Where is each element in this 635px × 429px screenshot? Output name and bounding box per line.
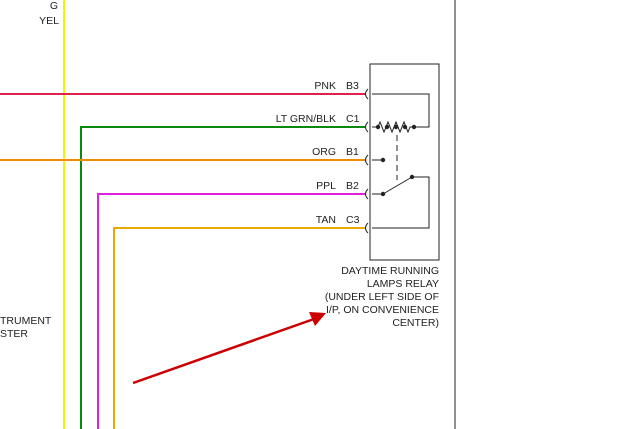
connector-terminal-b3: [365, 88, 369, 100]
relay-caption-line: I/P, ON CONVENIENCE: [326, 304, 439, 316]
relay-coil-node: [375, 124, 381, 130]
relay-coil-node: [402, 124, 408, 130]
pin-id-c3: C3: [346, 214, 360, 226]
wire-lt-grn-blk: [80, 126, 365, 429]
relay-component: [365, 63, 440, 261]
relay-contact-nc-node: [380, 157, 386, 163]
wire-ppl: [97, 193, 365, 429]
relay-coil-node: [393, 124, 399, 130]
relay-coil-feed: [372, 93, 430, 128]
connector-terminal-b1: [365, 154, 369, 166]
annotation-arrowhead: [309, 312, 326, 326]
relay-coil-node: [384, 124, 390, 130]
wire-label-g: G: [50, 0, 58, 12]
connector-terminal-b2: [365, 188, 369, 200]
wire-label-org: ORG: [312, 146, 336, 158]
relay-coil-node: [411, 124, 417, 130]
pin-id-b3: B3: [346, 80, 359, 92]
wire-label-yel: YEL: [39, 15, 59, 27]
relay-caption-line: CENTER): [392, 317, 439, 329]
wire-tan: [113, 227, 365, 429]
wire-label-ppl: PPL: [316, 180, 336, 192]
instrument-cluster-label: TRUMENT: [0, 315, 52, 327]
instrument-cluster-label: STER: [0, 328, 28, 340]
wire-label-tan: TAN: [316, 214, 336, 226]
wire-label-lt-grn-blk: LT GRN/BLK: [276, 113, 336, 125]
relay-caption-line: (UNDER LEFT SIDE OF: [325, 291, 439, 303]
pin-id-b1: B1: [346, 146, 359, 158]
pin-id-b2: B2: [346, 180, 359, 192]
relay-return-path: [372, 176, 430, 229]
connector-terminal-c1: [365, 121, 369, 133]
annotation-arrow: [132, 317, 315, 385]
relay-caption-line: DAYTIME RUNNING: [341, 265, 439, 277]
relay-switch-arm: [382, 176, 413, 195]
connector-terminal-c3: [365, 222, 369, 234]
pin-id-c1: C1: [346, 113, 360, 125]
wire-label-pnk: PNK: [314, 80, 336, 92]
relay-caption-line: LAMPS RELAY: [367, 278, 439, 290]
wire-group: [0, 93, 365, 429]
relay-box: [369, 63, 440, 261]
